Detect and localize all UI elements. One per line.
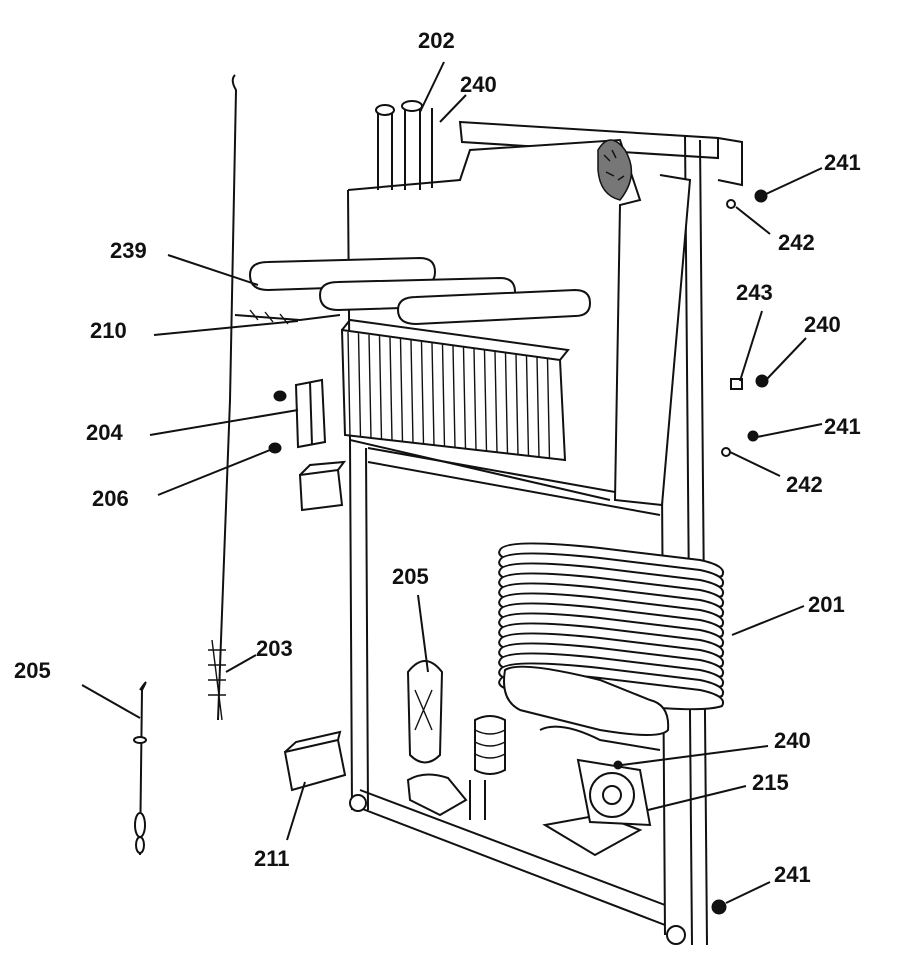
fin-line (441, 344, 446, 447)
probe-205-left (133, 681, 147, 856)
callout-239: 239 (110, 238, 147, 263)
fin-line (431, 343, 435, 446)
leader-lines (81, 61, 823, 904)
callout-240-top: 240 (460, 72, 497, 97)
fin-line (494, 351, 498, 453)
callout-240-bottom: 240 (774, 728, 811, 753)
callout-241-bottom: 241 (774, 862, 811, 887)
callout-206: 206 (92, 486, 129, 511)
fin-block (340, 318, 570, 462)
callout-205-left: 205 (14, 658, 51, 683)
evaporator-housing (347, 100, 692, 507)
callout-241-mid: 241 (824, 414, 861, 439)
boiler-tubes (248, 256, 592, 326)
electrode-210 (234, 309, 341, 325)
switch-211 (283, 730, 347, 792)
fin-line (357, 333, 362, 438)
terminal-block (298, 460, 347, 512)
fin-line (347, 331, 351, 437)
callout-202: 202 (418, 28, 455, 53)
fin-line (420, 341, 425, 445)
fin-line (389, 337, 393, 441)
callout-204: 204 (86, 420, 123, 445)
callout-labels: 202 240 241 242 239 243 240 210 204 241 … (14, 28, 861, 887)
probe-205-center (406, 660, 444, 764)
fin-line (399, 338, 404, 443)
fin-line (546, 358, 551, 459)
callout-242-mid: 242 (786, 472, 823, 497)
fin-line (378, 336, 383, 440)
fin-line (504, 352, 509, 455)
thermocouple-wire (208, 74, 238, 721)
fin-line (473, 348, 477, 451)
callout-205-center: 205 (392, 564, 429, 589)
fan-assembly (539, 725, 661, 857)
callout-242-top: 242 (778, 230, 815, 255)
fin-line (483, 350, 488, 452)
fin-line (410, 340, 414, 444)
control-bracket-204 (294, 378, 327, 449)
callout-215: 215 (752, 770, 789, 795)
callout-203: 203 (256, 636, 293, 661)
hardware (613, 189, 769, 915)
fin-line (515, 354, 519, 456)
callout-241-top: 241 (824, 150, 861, 175)
fin-line (525, 355, 530, 457)
fin-line (536, 357, 540, 458)
fin-line (368, 334, 372, 439)
burner-coil (406, 715, 506, 820)
callout-210: 210 (90, 318, 127, 343)
callout-243: 243 (736, 280, 773, 305)
fin-line (452, 345, 456, 449)
fin-line (462, 347, 467, 450)
condenser-coil (498, 542, 724, 736)
callout-201: 201 (808, 592, 845, 617)
screw-206 (268, 390, 287, 454)
callout-211: 211 (254, 846, 290, 871)
callout-240-mid: 240 (804, 312, 841, 337)
